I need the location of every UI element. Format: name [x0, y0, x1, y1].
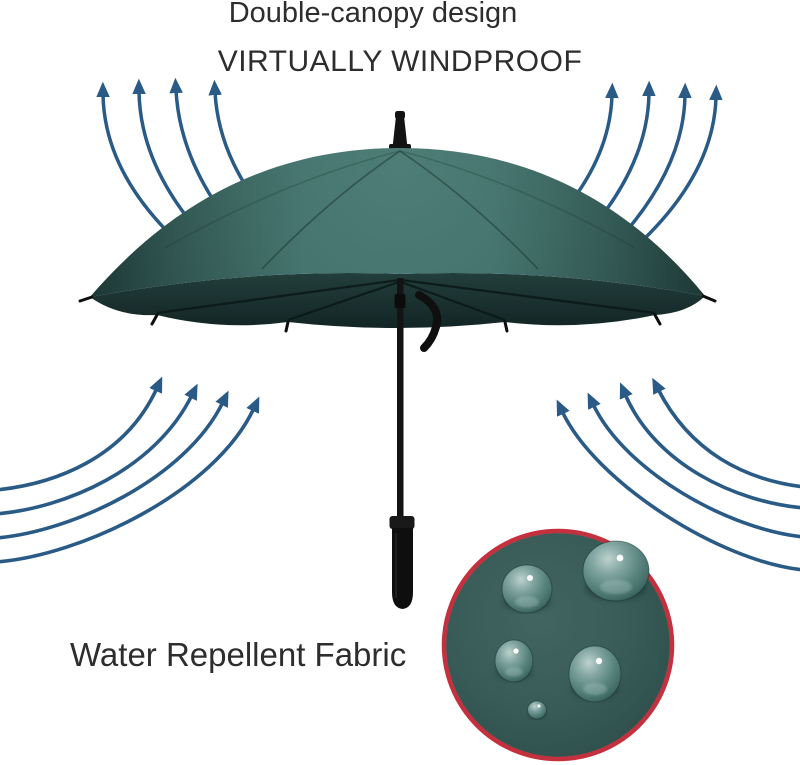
umbrella-handle: [389, 516, 415, 609]
water-droplet-icon: [582, 540, 650, 602]
tie-strap: [415, 291, 442, 352]
wind-arrow-icon: [556, 399, 800, 572]
wind-arrow-icon: [619, 382, 800, 510]
water-droplet-icon: [494, 639, 534, 683]
wind-arrow-icon: [0, 383, 198, 516]
wind-arrow-icon: [96, 81, 180, 244]
water-droplet-icon: [568, 645, 622, 703]
ferrule-tip: [389, 111, 411, 152]
umbrella-ribs: [156, 278, 656, 322]
rib-tips: [78, 294, 717, 333]
wind-arrow-icon: [639, 84, 723, 244]
water-repellent-label: Water Repellent Fabric: [70, 636, 407, 673]
wind-arrows-bottom-left: [0, 376, 260, 564]
umbrella-shaft: [397, 278, 404, 518]
canopy-seams: [164, 150, 636, 270]
fabric-detail-inset: [441, 528, 675, 762]
umbrella: [78, 111, 717, 609]
wind-arrow-icon: [0, 390, 229, 540]
wind-arrow-icon: [652, 377, 800, 489]
wind-arrows-bottom-right: [556, 377, 800, 572]
shaft-runner: [394, 294, 406, 308]
headline-line1: Double-canopy design: [228, 0, 518, 29]
water-droplet-icon: [527, 700, 547, 720]
headline-line2: VIRTUALLY WINDPROOF: [217, 45, 583, 78]
wind-arrow-icon: [587, 392, 800, 539]
wind-arrow-icon: [0, 396, 260, 564]
water-droplet-icon: [501, 564, 553, 614]
wind-arrow-icon: [0, 376, 163, 492]
canopy-side-shading: [90, 148, 705, 297]
